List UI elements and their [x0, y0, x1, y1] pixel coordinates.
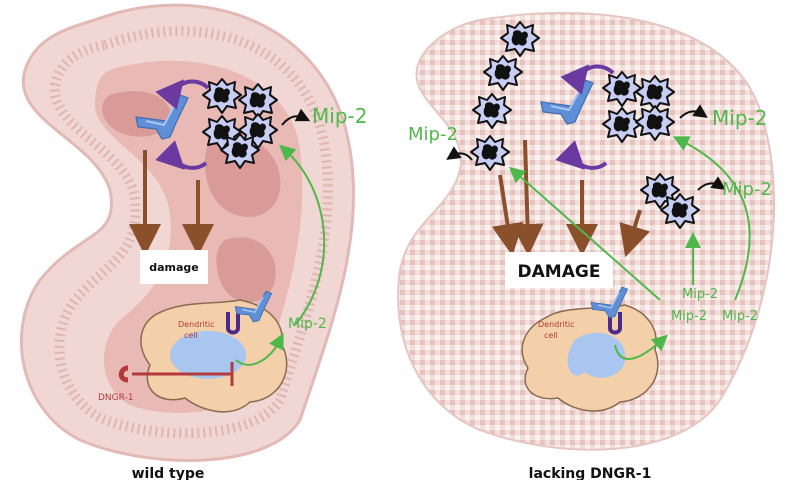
- mip-secretion-arrow: [235, 332, 284, 366]
- neutrophil-icon: [602, 71, 642, 107]
- mip-stack-a: Mip-2: [671, 309, 707, 324]
- curl-arrow-bottom: [155, 140, 208, 170]
- curl-arrow-bottom: [555, 140, 608, 170]
- damage-box: [505, 252, 613, 288]
- mip-arrow-to-left: [509, 166, 661, 301]
- panel-caption-left: wild type: [132, 466, 205, 480]
- secretion-arrow: [281, 108, 311, 126]
- panel-caption-right: lacking DNGR-1: [529, 466, 652, 480]
- receptor-icon: [608, 312, 622, 335]
- mip-arrow-up: [279, 144, 326, 326]
- nucleus: [567, 332, 626, 378]
- neutrophil-icon: [483, 55, 523, 91]
- mip-label-mid-right: Mip-2: [722, 179, 772, 200]
- neutrophil-icon: [220, 133, 260, 169]
- damage-arrow: [619, 209, 651, 258]
- neutrophil-icon: [238, 83, 278, 119]
- dngr1-label: DNGR-1: [98, 393, 134, 403]
- mip-label: Mip-2: [312, 104, 367, 128]
- neutrophil-icon: [635, 75, 675, 111]
- neutrophil-icon: [472, 93, 512, 129]
- mip-arrow-curve: [672, 136, 751, 301]
- neutrophil-icon: [202, 78, 242, 114]
- secretion-arrow: [679, 104, 708, 119]
- curl-arrow-top: [560, 64, 615, 95]
- neutrophil-icon: [635, 105, 675, 141]
- curl-arrow-top: [155, 79, 210, 110]
- secretion-arrow: [446, 146, 473, 161]
- mip-stack-b: Mip-2: [722, 309, 758, 324]
- damage-label: damage: [149, 261, 199, 274]
- mip-secretion-arrow: [614, 334, 668, 360]
- damage-box: [140, 250, 208, 284]
- mip-cell-label: Mip-2: [288, 316, 327, 332]
- mip-stack-top: Mip-2: [682, 287, 718, 302]
- right-panel: Mip-2 Mip-2 Mip-2 DAMAGE Mip-2 Mip-2 Mip…: [397, 11, 776, 480]
- neutrophil-icon: [602, 107, 642, 143]
- mip-label-left: Mip-2: [408, 124, 458, 145]
- dngr1-receptor-icon: [118, 365, 129, 383]
- damage-label: DAMAGE: [518, 262, 601, 282]
- mip-label-top-right: Mip-2: [712, 106, 767, 130]
- neutrophil-icon: [470, 135, 510, 171]
- neutrophil-icon: [660, 193, 700, 229]
- nucleus: [170, 331, 246, 379]
- damage-arrow: [511, 139, 544, 256]
- receptor-icon: [226, 312, 240, 335]
- secretion-arrow: [697, 176, 726, 191]
- damage-arrow: [491, 174, 524, 256]
- neutrophil-icon: [500, 21, 540, 57]
